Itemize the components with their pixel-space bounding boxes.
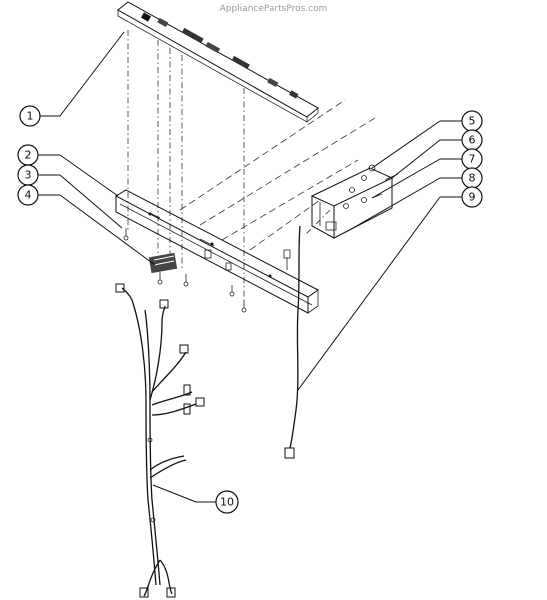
- callout-2-label: 2: [25, 149, 32, 162]
- callout-9-label: 9: [469, 191, 476, 204]
- callout-10: 10: [215, 490, 239, 514]
- callout-1: 1: [19, 105, 41, 127]
- callout-8: 8: [461, 167, 483, 189]
- wire-lead: [283, 225, 301, 459]
- callout-7-label: 7: [469, 153, 476, 166]
- watermark: AppliancePartsPros.com: [219, 4, 328, 14]
- callout-5-label: 5: [469, 115, 476, 128]
- leader-lines: [38, 31, 462, 503]
- callout-8-label: 8: [469, 172, 476, 185]
- callout-2: 2: [17, 144, 39, 166]
- callout-6-label: 6: [469, 134, 476, 147]
- control-panel-bar: [117, 1, 319, 123]
- screws: [123, 228, 247, 313]
- wire-harness: [115, 283, 205, 598]
- callout-5: 5: [461, 110, 483, 132]
- callout-3-label: 3: [25, 169, 32, 182]
- callout-1-label: 1: [27, 110, 34, 123]
- callout-9: 9: [461, 186, 483, 208]
- callout-3: 3: [17, 164, 39, 186]
- callout-7: 7: [461, 148, 483, 170]
- projection-lines: [127, 30, 376, 300]
- callout-4: 4: [17, 184, 39, 206]
- mounting-rail: [114, 189, 319, 314]
- callout-6: 6: [461, 129, 483, 151]
- callout-4-label: 4: [25, 189, 32, 202]
- callout-10-label: 10: [220, 496, 234, 509]
